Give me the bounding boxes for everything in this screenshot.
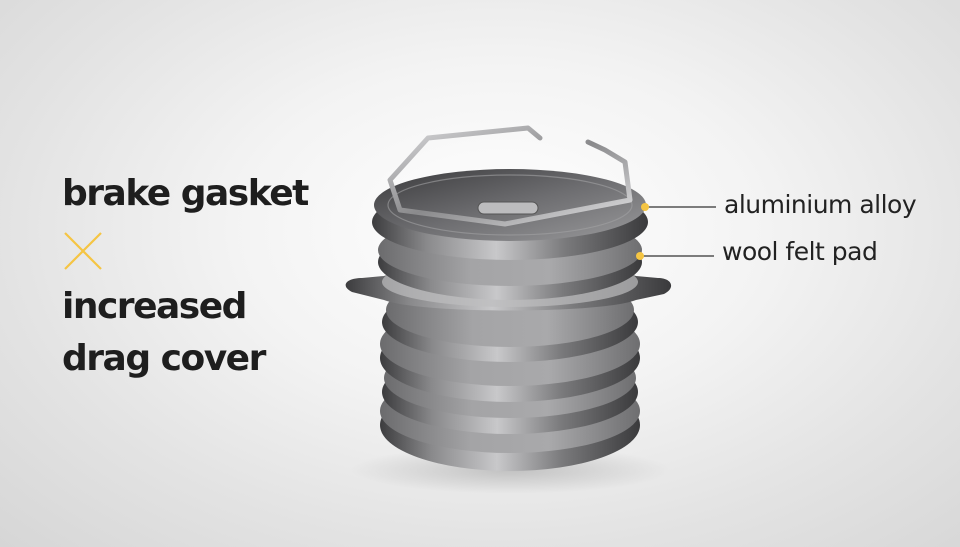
- callout-dot-alloy: [641, 203, 649, 211]
- headline-line-2: increased: [62, 286, 247, 327]
- callout-dot-felt: [636, 252, 644, 260]
- headline-line-3: drag cover: [62, 338, 266, 379]
- close-x-icon: [64, 232, 102, 270]
- callout-label-aluminium: aluminium alloy: [724, 190, 917, 219]
- wire-handle: [387, 125, 633, 227]
- headline-line-1: brake gasket: [62, 173, 309, 214]
- callout-label-wool-felt: wool felt pad: [722, 237, 878, 266]
